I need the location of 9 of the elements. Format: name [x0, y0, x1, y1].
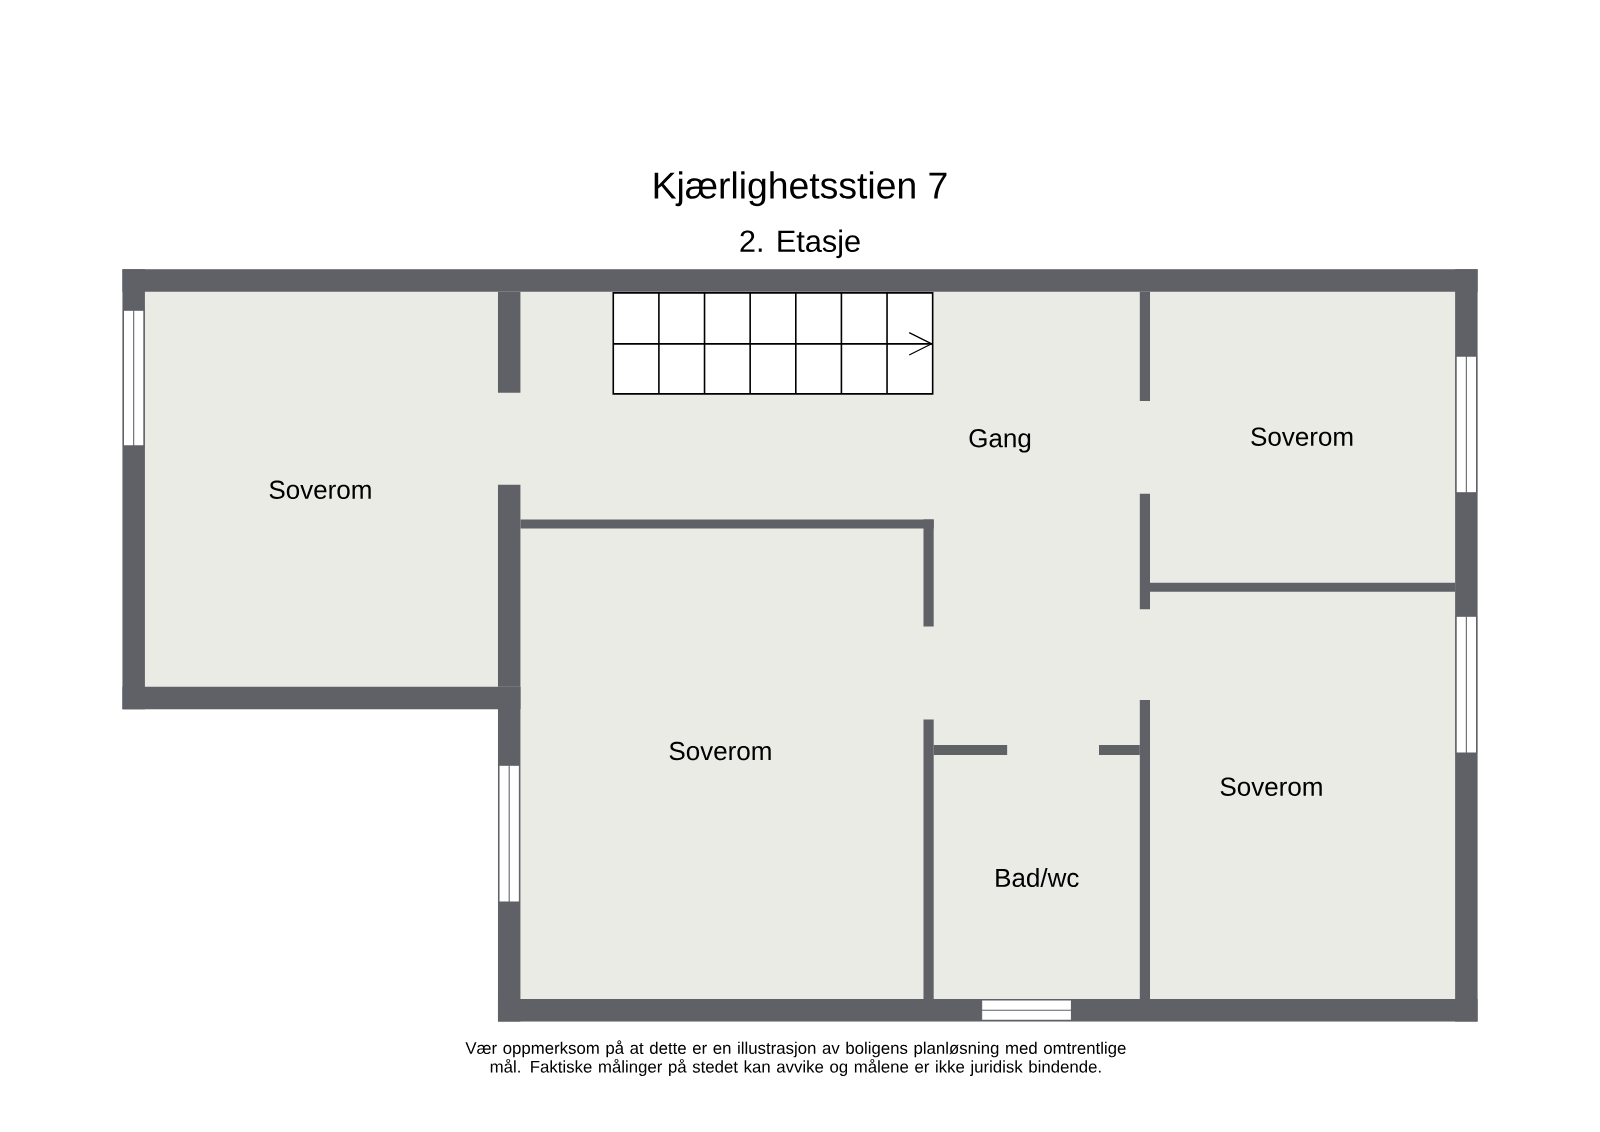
disclaimer-note: Vær oppmerksom på at dette er en illustrasjon av boligens planløsning med omtrentlige mål. Faktiske målinger på stedet kan avvike og målene er ikke juridisk bindende.: [465, 1040, 1126, 1077]
room-label: Soverom: [1220, 777, 1322, 797]
title: Kjærlighetsstien 7: [654, 171, 947, 207]
room-label: Soverom: [1251, 427, 1353, 447]
room-label: Soverom: [669, 742, 771, 761]
room-label: Soverom: [269, 480, 371, 500]
room-label: Bad/wc: [996, 868, 1079, 888]
subtitle: 2. Etasje: [740, 229, 860, 259]
room-label: Gang: [969, 429, 1031, 453]
